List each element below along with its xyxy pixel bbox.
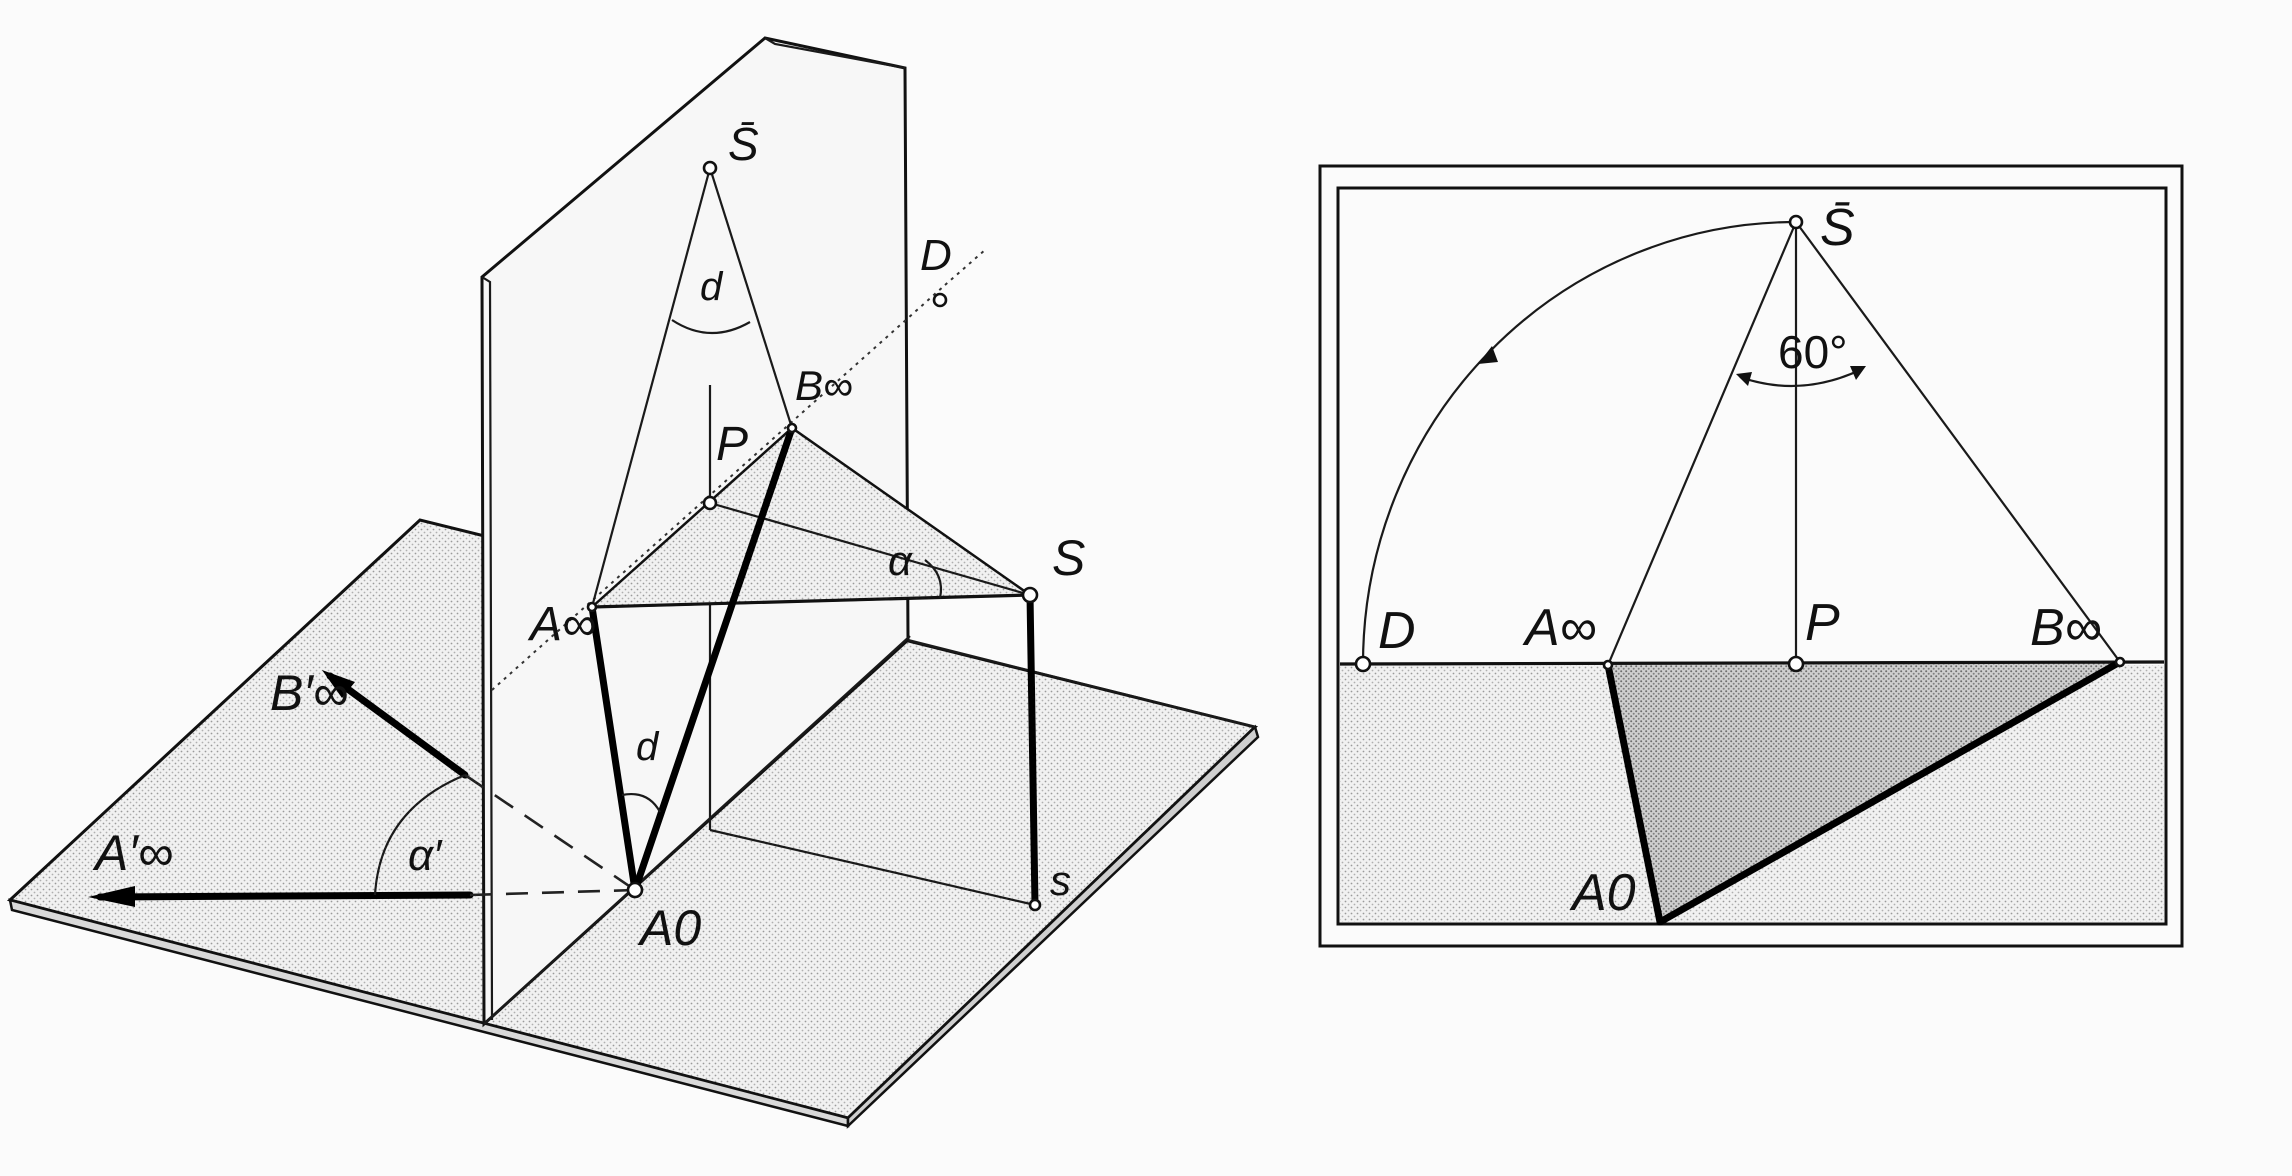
a0-to-binf <box>631 424 796 894</box>
label-ainf: A∞ <box>1522 599 1597 657</box>
left-figure: S̄ d D B∞ P A∞ α S B′∞ A′∞ α′ d A0 s <box>6 36 1260 1129</box>
point-d <box>1354 655 1372 673</box>
horizon-line <box>1339 660 2165 666</box>
label-angle-bottom: d <box>636 725 660 769</box>
angle-arc <box>1739 369 1861 388</box>
horizon-line-ext <box>944 249 986 286</box>
point-sbar <box>1788 214 1804 230</box>
label-d: D <box>1378 602 1416 660</box>
label-alpha-prime: α′ <box>408 831 443 880</box>
a0-to-ainf <box>1604 661 1664 926</box>
shaded-triangle <box>1608 662 2120 922</box>
label-angle-top: d <box>700 265 724 309</box>
point-a0 <box>626 881 644 899</box>
label-p: P <box>1805 594 1840 652</box>
angle-top-arc <box>671 319 751 335</box>
angle-alpha-arc <box>924 559 943 599</box>
label-s: S <box>1052 530 1085 586</box>
label-p: P <box>716 418 748 471</box>
binf-prime-arrow <box>322 670 355 698</box>
sbar-to-binf <box>708 167 794 429</box>
base-line-back <box>907 638 1256 729</box>
ainf-prime-line <box>96 891 474 901</box>
point-s-small <box>1028 898 1042 912</box>
sbar-to-ainf <box>1606 221 1798 666</box>
ainf-prime-arrow <box>88 886 135 907</box>
label-sbar: S̄ <box>1820 199 1855 257</box>
label-binf-prime: B′∞ <box>270 665 348 721</box>
picture-plane-top <box>764 37 906 70</box>
point-ainf <box>586 601 598 613</box>
angle-bottom-arc <box>621 793 661 813</box>
right-figure: S̄ 60° D A∞ P B∞ A0 <box>1318 164 2184 948</box>
label-angle: 60° <box>1778 326 1848 378</box>
frame-outer <box>1318 164 2184 948</box>
angle-arrow-right <box>1850 366 1866 380</box>
label-ainf: A∞ <box>527 598 596 651</box>
sbar-to-binf <box>1795 221 2121 663</box>
label-binf: B∞ <box>2030 599 2102 657</box>
ground-line <box>483 635 911 1025</box>
picture-plane-thickness <box>481 276 494 1021</box>
point-binf <box>786 422 798 434</box>
base-line-front <box>709 828 1036 907</box>
label-s-small: s <box>1050 857 1071 904</box>
point-p <box>702 495 718 511</box>
sbar-to-ainf <box>590 167 712 608</box>
ainf-to-s <box>591 593 1031 609</box>
point-binf <box>2114 656 2126 668</box>
label-sbar: S̄ <box>728 118 759 170</box>
rotation-arc <box>1361 220 1797 665</box>
horizon-line <box>491 284 946 691</box>
arc-arrow <box>1478 346 1498 364</box>
a0-to-binf <box>1656 658 2124 926</box>
dash-a <box>469 888 636 897</box>
label-a0: A0 <box>637 900 701 956</box>
point-sbar <box>702 160 718 176</box>
label-a0: A0 <box>1569 864 1636 922</box>
point-s <box>1021 586 1039 604</box>
angle-alpha-prime-arc <box>373 773 466 896</box>
s-to-ground <box>1026 591 1039 909</box>
binf-prime-line <box>326 672 469 779</box>
point-ainf <box>1602 659 1614 671</box>
point-d <box>932 292 948 308</box>
ground-plane-side <box>846 724 1260 1129</box>
label-alpha: α <box>888 537 913 584</box>
label-binf: B∞ <box>795 362 853 409</box>
a0-to-ainf <box>588 603 639 894</box>
label-ainf-prime: A′∞ <box>92 825 173 881</box>
frame-inner <box>1336 186 2168 926</box>
label-d-point: D <box>920 231 952 280</box>
angle-arrow-left <box>1736 372 1752 386</box>
point-p <box>1787 655 1805 673</box>
